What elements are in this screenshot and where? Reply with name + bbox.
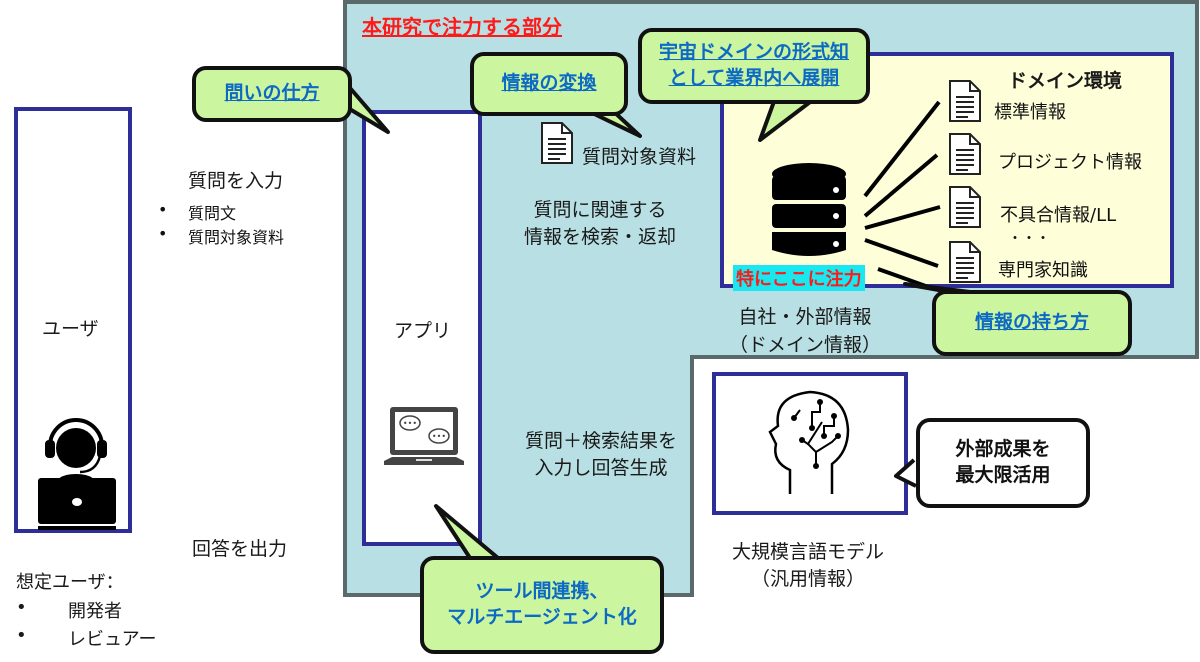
assumed-users-heading: 想定ユーザ： (16, 572, 124, 593)
document-icon (949, 186, 981, 228)
callout-text: 情報の持ち方 (974, 311, 1089, 334)
retrieve-label-line2: 情報を検索・返却 (523, 226, 676, 248)
query-document-label: 質問対象資料 (582, 146, 697, 168)
document-icon (541, 122, 573, 164)
app-box (362, 110, 482, 546)
callout-how-to-ask: 問いの仕方 (192, 66, 352, 122)
input-item-bullet: • (158, 224, 168, 243)
ai-head-circuit-icon (768, 390, 850, 494)
domain-doc-label: 専門家知識 (998, 260, 1088, 281)
input-item-bullet: • (158, 200, 168, 219)
assumed-user-item: 開発者 (68, 601, 122, 622)
app-label: アプリ (394, 320, 452, 342)
callout-text: 情報の変換 (501, 72, 597, 95)
input-item: 質問文 (188, 204, 237, 223)
input-question-label: 質問を入力 (188, 170, 284, 192)
callout-text: 外部成果を最大限活用 (955, 437, 1050, 488)
knowledge-caption-line1: 自社・外部情報 (738, 306, 872, 328)
llm-box (712, 372, 908, 515)
callout-line: 宇宙ドメインの形式知 (658, 41, 849, 64)
document-icon (949, 133, 981, 175)
callout-external-results: 外部成果を最大限活用 (916, 418, 1090, 508)
focus-region-title: 本研究で注力する部分 (362, 15, 562, 39)
db-doc-connectors (863, 100, 941, 268)
callout-line: ツール間連携、 (475, 580, 609, 603)
document-icon (949, 80, 981, 122)
callout-line: 最大限活用 (955, 464, 1051, 486)
assumed-user-bullet: • (16, 597, 27, 618)
callout-space-domain: 宇宙ドメインの形式知として業界内へ展開 (638, 28, 870, 104)
callout-line: 外部成果を (955, 438, 1051, 461)
svg-text:•••: ••• (432, 432, 446, 441)
laptop-chat-icon: ••• ••• (384, 407, 464, 465)
llm-generate-label-line2: 入力し回答生成 (534, 457, 668, 479)
callout-text: 問いの仕方 (224, 82, 320, 105)
llm-caption-line2: （汎用情報） (750, 568, 865, 590)
domain-env-title: ドメイン環境 (1008, 70, 1123, 92)
callout-text: ツール間連携、マルチエージェント化 (447, 579, 637, 630)
database-icon (772, 163, 846, 256)
input-item: 質問対象資料 (188, 228, 285, 247)
document-icon (949, 241, 981, 283)
user-label: ユーザ (42, 318, 99, 340)
callout-tool-integration: ツール間連携、マルチエージェント化 (420, 556, 664, 654)
knowledge-caption-line2: （ドメイン情報） (728, 334, 881, 356)
domain-doc-ellipsis: ・・・ (1008, 231, 1050, 247)
llm-caption-line1: 大規模言語モデル (731, 541, 884, 563)
focus-here-tag: 特にここに注力 (733, 265, 865, 291)
llm-generate-label-line1: 質問＋検索結果を (524, 430, 677, 452)
callout-info-holding: 情報の持ち方 (932, 290, 1132, 356)
retrieve-label-line1: 質問に関連する (533, 199, 667, 221)
callout-info-conversion: 情報の変換 (470, 52, 628, 116)
domain-doc-label: 不具合情報/LL (1000, 205, 1117, 226)
user-with-headset-laptop-icon (38, 418, 116, 530)
assumed-user-item: レビュアー (68, 629, 157, 650)
callout-text: 宇宙ドメインの形式知として業界内へ展開 (659, 40, 849, 91)
callout-line: マルチエージェント化 (447, 606, 637, 628)
domain-doc-label: プロジェクト情報 (998, 152, 1142, 173)
callout-line: として業界内へ展開 (668, 67, 840, 89)
assumed-user-bullet: • (16, 625, 27, 646)
domain-doc-label: 標準情報 (994, 102, 1066, 123)
svg-text:•••: ••• (403, 419, 417, 428)
output-answer-label: 回答を出力 (192, 538, 288, 560)
